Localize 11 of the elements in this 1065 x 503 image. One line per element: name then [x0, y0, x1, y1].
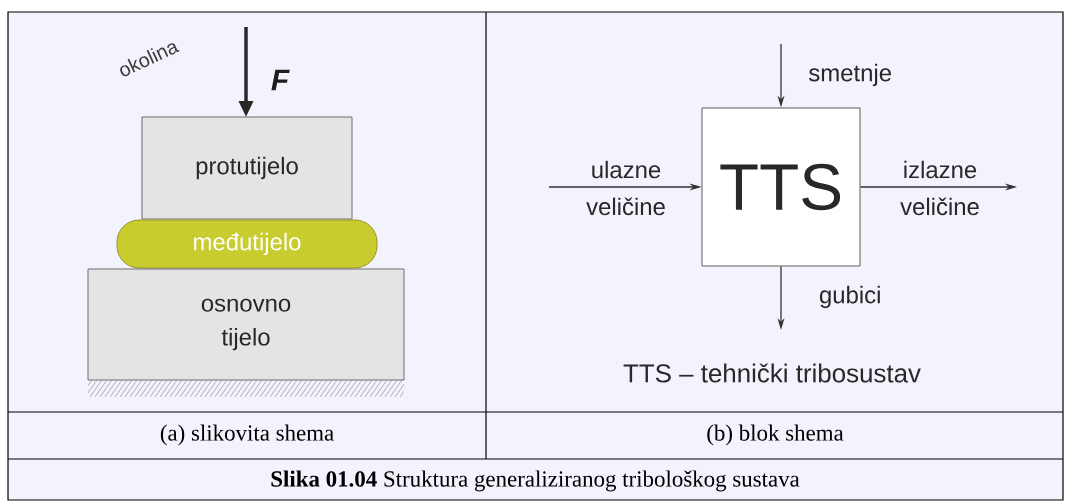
figure-caption: Slika 01.04 Struktura generaliziranog tribološkog sustava [271, 470, 800, 492]
edge-label: izlazne veličine [900, 160, 979, 216]
edge-label: smetnje [809, 63, 891, 87]
system-box: TTS [701, 107, 861, 267]
panel-caption: (a) slikovita shema [160, 424, 334, 446]
edge-label: gubici [819, 285, 880, 309]
block: osnovno tijelo [87, 268, 405, 381]
edge-label: ulazne veličine [586, 160, 665, 216]
block: protutijelo [141, 116, 353, 220]
legend-note: TTS – tehnički tribosustav [623, 363, 921, 383]
panel-caption: (b) blok shema [707, 424, 844, 446]
